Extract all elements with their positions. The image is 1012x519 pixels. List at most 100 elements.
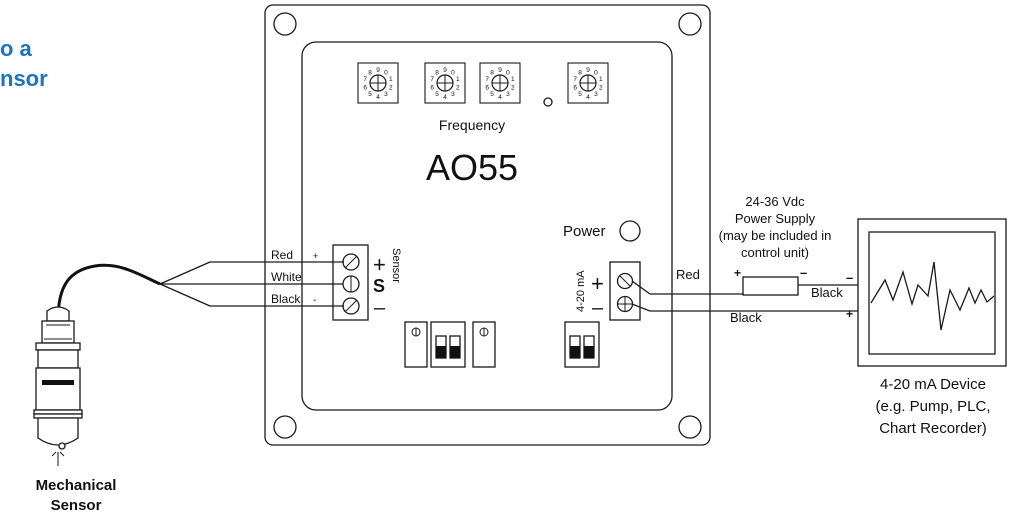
output-screw-minus (616, 295, 634, 313)
wire-label-white: White (271, 270, 302, 284)
mounting-hole-bl (273, 415, 297, 439)
dial-digit: 7 (430, 76, 434, 83)
dial-digit: 9 (376, 67, 380, 74)
device-plus: + (846, 307, 853, 321)
wire-black-minus: - (313, 295, 316, 306)
psu-line-1: 24-36 Vdc (745, 194, 805, 209)
terminal-screw-minus (342, 297, 360, 315)
psu-line-4: control unit) (741, 245, 809, 260)
sensor-minus-sign: – (374, 297, 386, 319)
sensor-s-sign: S (373, 276, 385, 296)
sensor-cable (56, 263, 161, 321)
power-led (619, 220, 641, 242)
dial-digit: 3 (451, 91, 455, 98)
output-terminal-label: 4-20 mA (575, 270, 587, 312)
dip-switch-right (564, 321, 600, 368)
model-label: AO55 (426, 147, 518, 188)
controller-board (264, 4, 711, 446)
dial-digit: 7 (363, 76, 367, 83)
dial-digit: 8 (368, 69, 372, 76)
mounting-hole-br (678, 415, 702, 439)
dial-digit: 8 (490, 69, 494, 76)
dial-digit: 4 (498, 94, 502, 101)
dial-digit: 7 (573, 76, 577, 83)
dip-switch-left-1 (404, 321, 428, 368)
dial-digit: 0 (594, 69, 598, 76)
dial-digit: 6 (363, 85, 367, 92)
dial-digit: 5 (435, 91, 439, 98)
dial-digit: 5 (578, 91, 582, 98)
heading-line-1: o a (0, 36, 33, 61)
output-plus-sign: + (591, 271, 604, 296)
dial-digit: 9 (586, 67, 590, 74)
dip-switch-left-3 (472, 321, 496, 368)
dial-digit: 6 (485, 85, 489, 92)
dial-digit: 6 (430, 85, 434, 92)
dial-digit: 1 (511, 76, 515, 83)
psu-line-3: (may be included in (719, 228, 832, 243)
wire-label-black: Black (271, 292, 301, 306)
dial-digit: 4 (376, 94, 380, 101)
dial-digit: 9 (498, 67, 502, 74)
sensor-terminal-label: Sensor (390, 248, 402, 283)
dial-digit: 1 (456, 76, 460, 83)
dial-digit: 2 (389, 85, 393, 92)
dial-digit: 3 (384, 91, 388, 98)
device-minus: – (846, 270, 853, 285)
dial-digit: 4 (443, 94, 447, 101)
sensor-terminal-block (332, 244, 369, 321)
terminal-screw-plus (342, 253, 360, 271)
dial-digit: 7 (485, 76, 489, 83)
output-minus-sign: – (592, 297, 604, 319)
dial-digit: 2 (511, 85, 515, 92)
wire-label-red: Red (271, 248, 293, 262)
device-line-1: 4-20 mA Device (880, 376, 986, 393)
dial-digit: 6 (573, 85, 577, 92)
dial-digit: 5 (490, 91, 494, 98)
device-line-3: Chart Recorder) (879, 420, 987, 437)
dial-digit: 9 (443, 67, 447, 74)
dial-digit: 5 (368, 91, 372, 98)
mounting-hole-tl (273, 12, 297, 36)
mechanical-sensor-icon (33, 306, 83, 466)
wire-red-plus: + (313, 251, 318, 261)
output-screw-plus (616, 272, 634, 290)
terminal-screw-s (342, 275, 360, 293)
dial-digit: 2 (456, 85, 460, 92)
dial-digit: 4 (586, 94, 590, 101)
dial-digit: 3 (506, 91, 510, 98)
psu-minus: – (800, 265, 807, 280)
dial-digit: 0 (506, 69, 510, 76)
sensor-wires (159, 261, 344, 307)
dial-digit: 1 (599, 76, 603, 83)
chart-recorder-device (857, 218, 1007, 367)
dial-digit: 8 (578, 69, 582, 76)
dial-digit: 8 (435, 69, 439, 76)
output-wire-label-red: Red (676, 267, 700, 282)
output-wires (631, 280, 858, 312)
psu-line-2: Power Supply (735, 211, 816, 226)
heading-line-2: nsor (0, 66, 48, 91)
frequency-label: Frequency (439, 117, 505, 133)
power-label: Power (563, 223, 606, 240)
dial-digit: 3 (594, 91, 598, 98)
sensor-plus-sign: + (373, 252, 386, 277)
output-terminal-block (609, 261, 641, 321)
dial-digit: 0 (384, 69, 388, 76)
power-supply-box (742, 276, 799, 296)
dip-switch-left-2 (430, 321, 466, 368)
dial-digit: 2 (599, 85, 603, 92)
device-line-2: (e.g. Pump, PLC, (875, 398, 990, 415)
mounting-hole-tr (678, 12, 702, 36)
psu-plus: + (734, 266, 741, 280)
sensor-name-line-2: Sensor (51, 497, 102, 514)
indicator-led (543, 97, 553, 107)
dial-digit: 1 (389, 76, 393, 83)
dial-digit: 0 (451, 69, 455, 76)
